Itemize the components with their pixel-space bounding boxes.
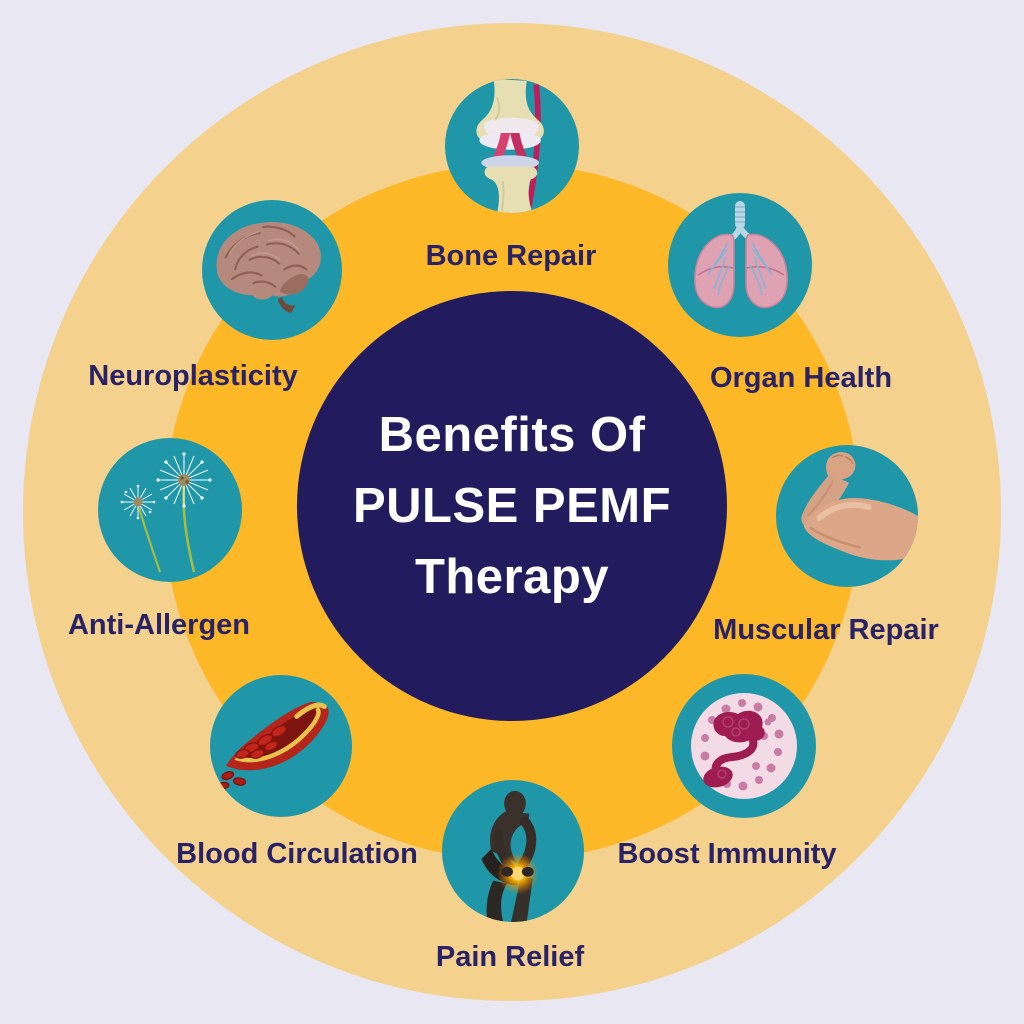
body-pain-icon	[442, 780, 584, 922]
benefit-label-anti-allergen: Anti-Allergen	[67, 609, 251, 641]
lungs-icon	[668, 193, 812, 337]
bicep-arm-icon	[776, 445, 918, 587]
benefit-label-blood-circulation: Blood Circulation	[176, 838, 418, 870]
benefit-label-boost-immunity: Boost Immunity	[617, 838, 837, 870]
center-title-circle: Benefits Of PULSE PEMF Therapy	[297, 291, 727, 721]
benefit-label-muscular-repair: Muscular Repair	[713, 614, 939, 646]
benefit-label-neuroplasticity: Neuroplasticity	[88, 360, 298, 392]
blood-vessel-icon	[210, 675, 352, 817]
title-line-1: Benefits Of	[378, 407, 646, 462]
title-line-2: PULSE PEMF	[352, 478, 672, 533]
title-line-3: Therapy	[414, 549, 610, 604]
benefit-label-bone-repair: Bone Repair	[425, 240, 597, 272]
knee-joint-icon	[445, 79, 579, 213]
brain-icon	[202, 200, 342, 340]
benefit-label-pain-relief: Pain Relief	[435, 941, 585, 973]
white-blood-cell-icon	[672, 674, 816, 818]
benefit-label-organ-health: Organ Health	[709, 362, 893, 394]
dandelion-icon	[98, 438, 242, 582]
